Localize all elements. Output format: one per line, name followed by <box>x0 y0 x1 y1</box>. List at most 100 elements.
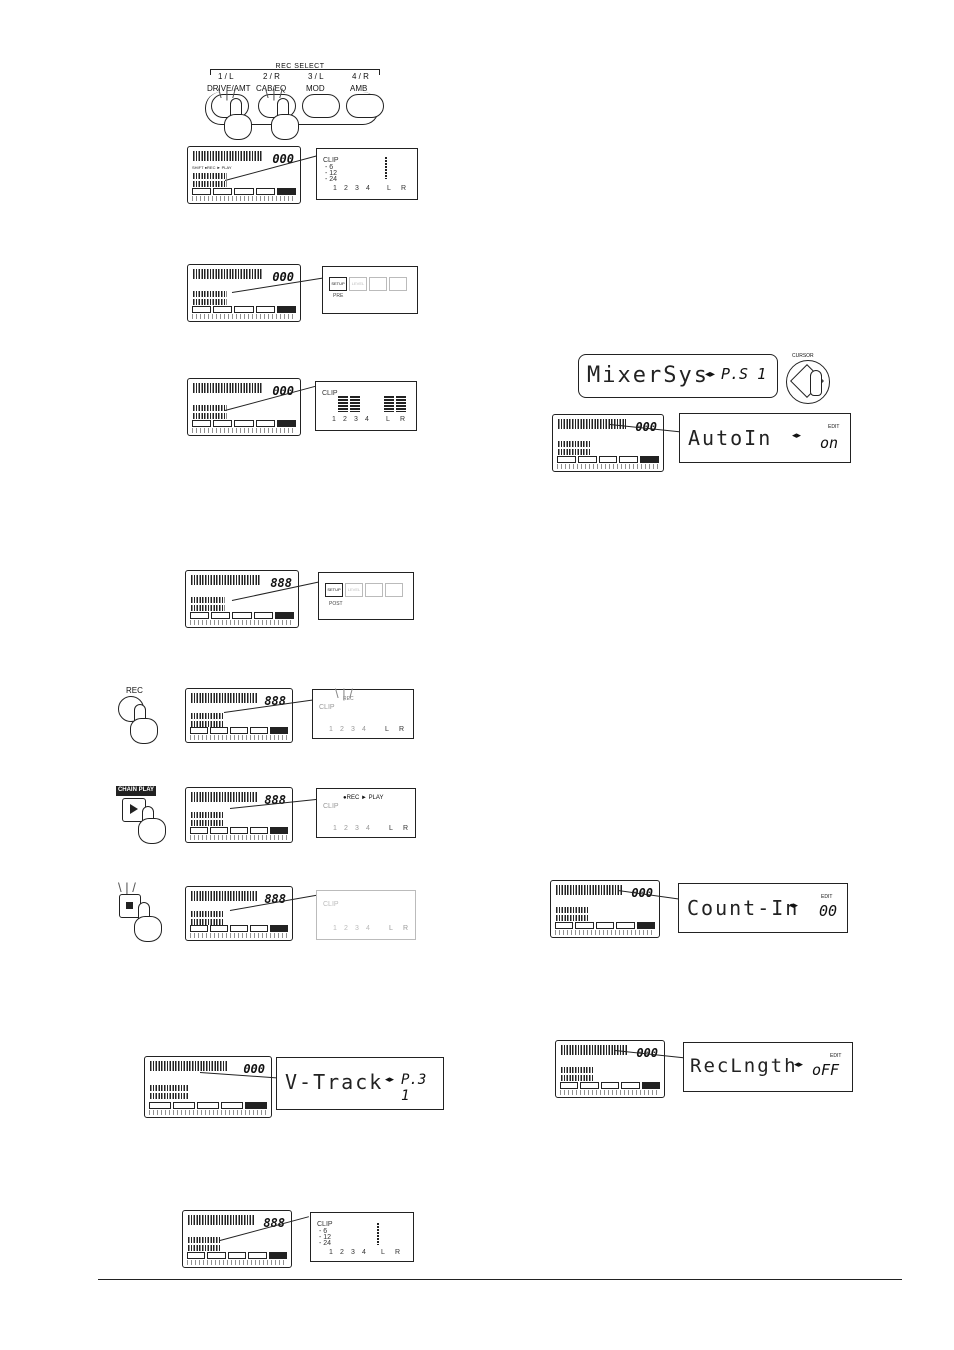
tab-4 <box>389 277 407 291</box>
left-label: L <box>389 925 393 932</box>
cursor-pad[interactable] <box>786 360 830 404</box>
post-label: POST <box>329 601 343 607</box>
count-in-value: 00 <box>819 902 838 920</box>
bracket-tick-right <box>379 69 380 75</box>
left-label: L <box>381 1249 385 1256</box>
right-label: R <box>401 185 407 192</box>
level-meter <box>385 157 387 179</box>
lcd-panel: 000 <box>550 880 660 938</box>
channel-2-label: 2 <box>344 185 348 192</box>
mixer-sys-text: MixerSys <box>587 363 709 388</box>
channel-4-label: 4 <box>362 1249 366 1256</box>
lcd-panel: 000 <box>187 264 301 322</box>
db-label: - 6 <box>325 164 334 171</box>
db-label: - 12 <box>325 170 338 177</box>
hand-icon <box>130 718 158 744</box>
channel-2-label: 2 <box>344 925 348 932</box>
channel-4-label: 4 <box>366 925 370 932</box>
rec-select-num-4: 4 / R <box>352 72 369 81</box>
rec-length-value: oFF <box>812 1061 840 1079</box>
clip-label: CLIP <box>323 157 339 164</box>
finger-icon <box>810 370 822 396</box>
channel-3-label: 3 <box>354 416 358 423</box>
auto-in-text: AutoIn <box>688 426 773 450</box>
cab-eq-label: CAB/EQ <box>256 84 287 93</box>
left-label: L <box>385 726 389 733</box>
channel-1-label: 1 <box>329 1249 333 1256</box>
auto-in-value: on <box>820 434 839 452</box>
channel-1-label: 1 <box>333 185 337 192</box>
lcd-counter: 000 <box>272 270 294 284</box>
edit-indicator: EDIT <box>830 1053 842 1059</box>
tab-3 <box>369 277 387 291</box>
clip-label: CLIP <box>322 390 338 397</box>
right-label: R <box>395 1249 401 1256</box>
footer-rule <box>98 1279 902 1281</box>
channel-2-label: 2 <box>343 416 347 423</box>
lcd-panel: 000 <box>555 1040 665 1098</box>
channel-3-label: 3 <box>355 925 359 932</box>
level-meter <box>338 396 348 412</box>
lcd-panel: 888 <box>185 787 293 843</box>
channel-4-label: 4 <box>362 726 366 733</box>
lcd-counter: 888 <box>270 576 292 590</box>
channel-1-label: 1 <box>332 416 336 423</box>
count-in-callout: Count-In ◂▸ EDIT 00 <box>678 883 848 933</box>
db-label: - 24 <box>325 176 338 183</box>
setup-callout: SETUP LEVEL POST <box>318 572 414 620</box>
channel-1-label: 1 <box>329 726 333 733</box>
rec-select-title: REC SELECT <box>275 63 325 70</box>
lcd-panel: 000 <box>144 1056 272 1118</box>
db-label: - 6 <box>319 1228 328 1235</box>
rec-button-label: REC <box>126 686 143 695</box>
lcd-panel: 000 <box>187 378 301 436</box>
lcd-counter: 000 <box>243 1062 265 1076</box>
db-label: - 12 <box>319 1234 332 1241</box>
rec-indicator: REC <box>343 696 354 702</box>
left-label: L <box>387 185 391 192</box>
tab-4 <box>385 583 403 597</box>
channel-2-label: 2 <box>344 825 348 832</box>
page-number: P.S 1 <box>721 365 767 383</box>
setup-callout: SETUP LEVEL PRE <box>322 266 418 314</box>
rec-select-bracket <box>210 69 380 70</box>
press-rays-icon: \ | / <box>118 880 136 895</box>
level-meter <box>384 396 394 412</box>
meter-callout: CLIP 1 2 3 4 L R <box>315 381 417 431</box>
clip-label: CLIP <box>323 901 339 908</box>
play-icon <box>130 804 138 814</box>
rec-select-num-1: 1 / L <box>218 72 234 81</box>
right-label: R <box>403 825 409 832</box>
setup-tab: SETUP <box>329 277 347 291</box>
mod-button[interactable] <box>302 94 340 118</box>
hand-icon <box>134 916 162 942</box>
edit-indicator: EDIT <box>828 424 840 430</box>
mod-label: MOD <box>306 84 325 93</box>
rec-length-text: RecLngth <box>690 1055 798 1077</box>
hand-icon <box>224 114 252 140</box>
rec-length-callout: RecLngth ◂▸ EDIT oFF <box>683 1042 853 1092</box>
left-label: L <box>386 416 390 423</box>
setup-tab: SETUP <box>325 583 343 597</box>
lcd-panel: 000 SHIFT ●REC ► PLAY <box>187 146 301 204</box>
press-rays-icon: \ | / <box>265 86 283 101</box>
arrows-icon: ◂▸ <box>792 430 802 440</box>
rec-callout: \ | / REC CLIP 1 2 3 4 L R <box>312 686 414 739</box>
hand-icon <box>138 818 166 844</box>
arrows-icon: ◂▸ <box>789 900 799 910</box>
channel-2-label: 2 <box>340 726 344 733</box>
right-label: R <box>399 726 405 733</box>
bracket-tick-left <box>210 69 211 75</box>
channel-4-label: 4 <box>366 185 370 192</box>
drive-amt-label: DRIVE/AMT <box>207 84 251 93</box>
channel-2-label: 2 <box>340 1249 344 1256</box>
amb-button[interactable] <box>346 94 384 118</box>
page-number: P.3 1 <box>401 1072 427 1104</box>
v-track-text: V-Track <box>285 1070 384 1094</box>
lcd-panel: 888 <box>182 1210 292 1268</box>
right-label: R <box>403 925 409 932</box>
meter-callout: CLIP - 6 - 12 - 24 1 2 3 4 L R <box>310 1212 414 1262</box>
left-label: L <box>389 825 393 832</box>
channel-3-label: 3 <box>351 1249 355 1256</box>
level-meter <box>396 396 406 412</box>
